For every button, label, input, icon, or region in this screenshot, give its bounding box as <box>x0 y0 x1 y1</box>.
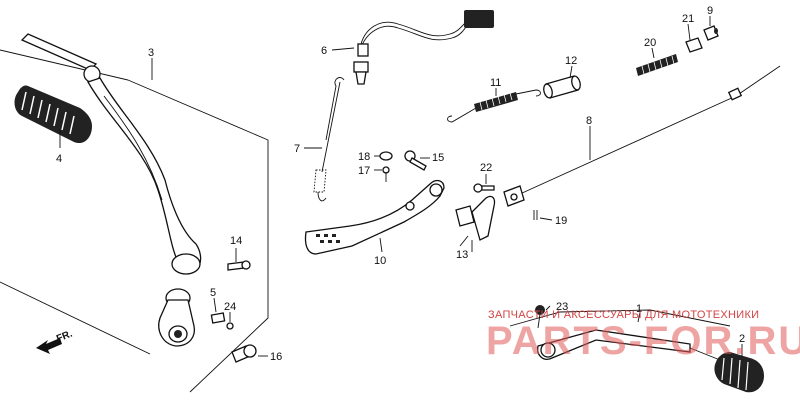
spring-20 <box>636 54 678 76</box>
watermark-brand: PARTS-FOR.RU <box>486 319 800 363</box>
kick-starter-arm <box>20 33 202 347</box>
callout-16: 16 <box>270 351 282 363</box>
callout-22: 22 <box>480 162 492 174</box>
rubber-2 <box>714 352 764 393</box>
front-direction-label: FR. <box>55 328 74 344</box>
callout-20: 20 <box>644 37 656 49</box>
callout-3: 3 <box>148 47 154 59</box>
callout-14: 14 <box>230 235 242 247</box>
callout-5: 5 <box>210 287 216 299</box>
nut-18 <box>379 151 393 161</box>
brake-pedal-10 <box>304 179 445 255</box>
callout-21: 21 <box>682 13 694 25</box>
switch-6 <box>353 10 494 85</box>
bolt-15 <box>404 150 427 171</box>
callout-8: 8 <box>586 115 592 127</box>
callout-1: 1 <box>636 303 642 315</box>
callout-23: 23 <box>556 301 568 313</box>
callout-18: 18 <box>358 151 370 163</box>
washer-24 <box>226 322 234 330</box>
bolt-14 <box>227 260 251 271</box>
leader-lines <box>59 16 743 357</box>
bolt-17 <box>382 166 390 182</box>
collar-12 <box>543 75 581 99</box>
callout-24: 24 <box>224 301 236 313</box>
callout-numbers: 3 4 6 7 11 12 21 9 20 8 18 17 15 22 19 1… <box>56 5 745 363</box>
gearshift-pedal-group <box>509 309 731 361</box>
callout-2: 2 <box>739 333 745 345</box>
kick-rubber-4 <box>14 85 92 144</box>
callout-6: 6 <box>321 45 327 57</box>
callout-17: 17 <box>358 165 370 177</box>
pin-9 <box>703 25 719 41</box>
watermark-caption: ЗАПЧАСТИ И АКСЕССУАРЫ ДЛЯ МОТОТЕХНИКИ <box>488 309 759 321</box>
front-direction-arrow: FR. <box>36 328 74 354</box>
pin-21 <box>685 37 703 53</box>
callout-10: 10 <box>374 255 386 267</box>
watermark: ЗАПЧАСТИ И АКСЕССУАРЫ ДЛЯ МОТОТЕХНИКИ PA… <box>486 309 800 363</box>
callout-12: 12 <box>565 55 577 67</box>
callout-11: 11 <box>490 77 501 89</box>
callout-13: 13 <box>456 249 468 261</box>
brake-arm-13 <box>455 195 496 252</box>
return-spring-11 <box>447 89 541 123</box>
callout-15: 15 <box>432 152 444 164</box>
callout-9: 9 <box>707 5 713 17</box>
brake-switch-spring-7 <box>313 77 345 202</box>
callout-7: 7 <box>294 143 300 155</box>
callout-19: 19 <box>555 215 567 227</box>
callout-4: 4 <box>56 153 62 165</box>
bolt-22 <box>473 183 495 193</box>
bolt-16 <box>231 344 257 363</box>
bolt-5 <box>210 312 226 324</box>
brake-rod-8 <box>503 65 781 207</box>
cotter-19 <box>533 210 538 220</box>
bolt-23 <box>535 305 545 329</box>
